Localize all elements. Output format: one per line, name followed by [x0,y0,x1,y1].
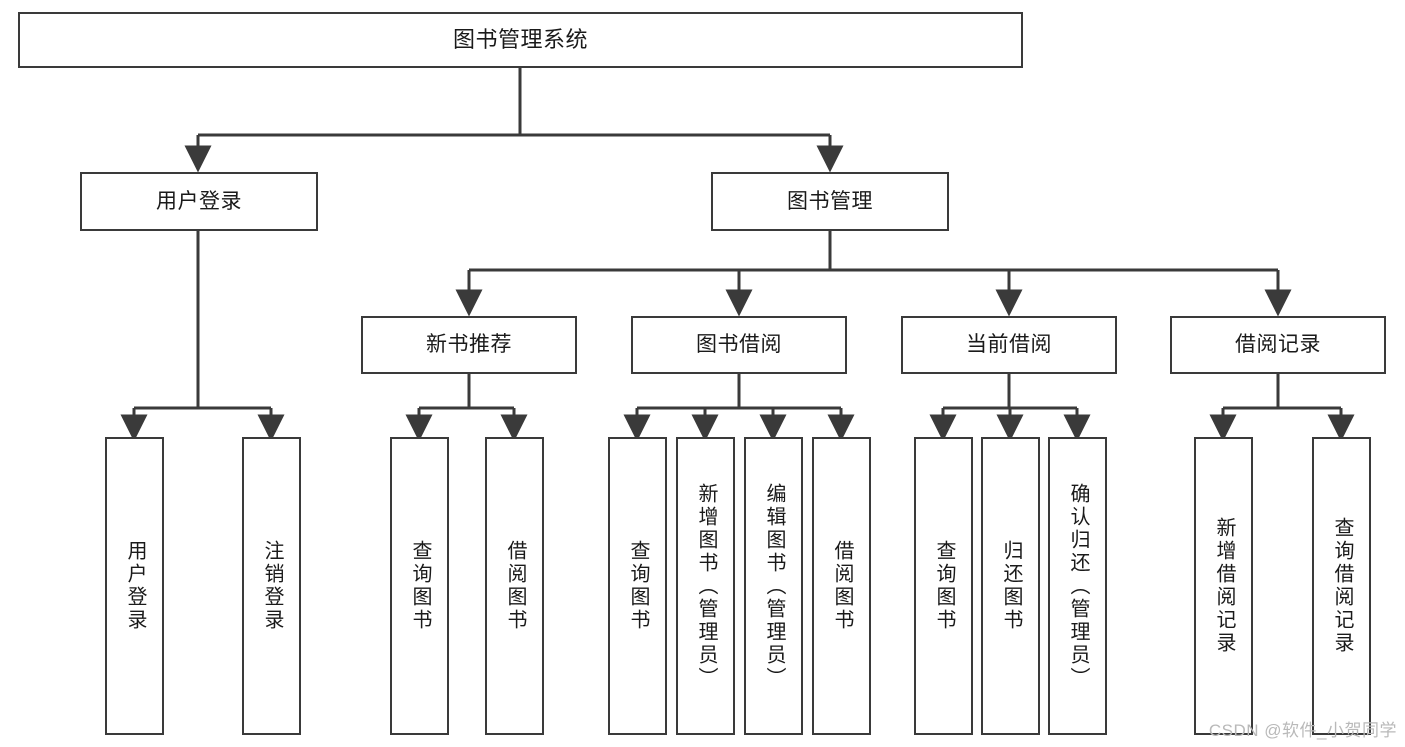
leaf-borrow-edit-book-label: 编辑图书（管理员） [763,482,785,690]
leaf-current-return-book-label: 归还图书 [1000,540,1022,632]
leaf-current-return-book[interactable]: 归还图书 [981,437,1040,735]
leaf-current-query-book-label: 查询图书 [933,540,955,632]
leaf-current-confirm-return-label: 确认归还（管理员） [1067,482,1089,690]
node-book-borrow[interactable]: 图书借阅 [631,316,847,374]
leaf-borrow-add-book-label: 新增图书（管理员） [695,482,717,690]
leaf-recommend-query-book-label: 查询图书 [409,540,431,632]
leaf-borrow-add-book[interactable]: 新增图书（管理员） [676,437,735,735]
leaf-borrow-borrow-book[interactable]: 借阅图书 [812,437,871,735]
node-book-manage[interactable]: 图书管理 [711,172,949,231]
leaf-borrow-query-book-label: 查询图书 [627,540,649,632]
leaf-record-query[interactable]: 查询借阅记录 [1312,437,1371,735]
leaf-user-logout-label: 注销登录 [261,540,283,632]
leaf-user-logout[interactable]: 注销登录 [242,437,301,735]
node-current-borrow[interactable]: 当前借阅 [901,316,1117,374]
leaf-borrow-edit-book[interactable]: 编辑图书（管理员） [744,437,803,735]
leaf-recommend-borrow-book-label: 借阅图书 [504,540,526,632]
leaf-borrow-query-book[interactable]: 查询图书 [608,437,667,735]
leaf-user-login[interactable]: 用户登录 [105,437,164,735]
csdn-watermark: CSDN @软件_小贺同学 [1208,721,1397,740]
node-borrow-record[interactable]: 借阅记录 [1170,316,1386,374]
leaf-current-query-book[interactable]: 查询图书 [914,437,973,735]
leaf-recommend-borrow-book[interactable]: 借阅图书 [485,437,544,735]
node-user-login[interactable]: 用户登录 [80,172,318,231]
leaf-record-add-label: 新增借阅记录 [1213,517,1235,655]
node-new-book-recommend[interactable]: 新书推荐 [361,316,577,374]
leaf-current-confirm-return[interactable]: 确认归还（管理员） [1048,437,1107,735]
leaf-borrow-borrow-book-label: 借阅图书 [831,540,853,632]
leaf-recommend-query-book[interactable]: 查询图书 [390,437,449,735]
node-root-system[interactable]: 图书管理系统 [18,12,1023,68]
leaf-record-add[interactable]: 新增借阅记录 [1194,437,1253,735]
leaf-user-login-label: 用户登录 [124,540,146,632]
leaf-record-query-label: 查询借阅记录 [1331,517,1353,655]
